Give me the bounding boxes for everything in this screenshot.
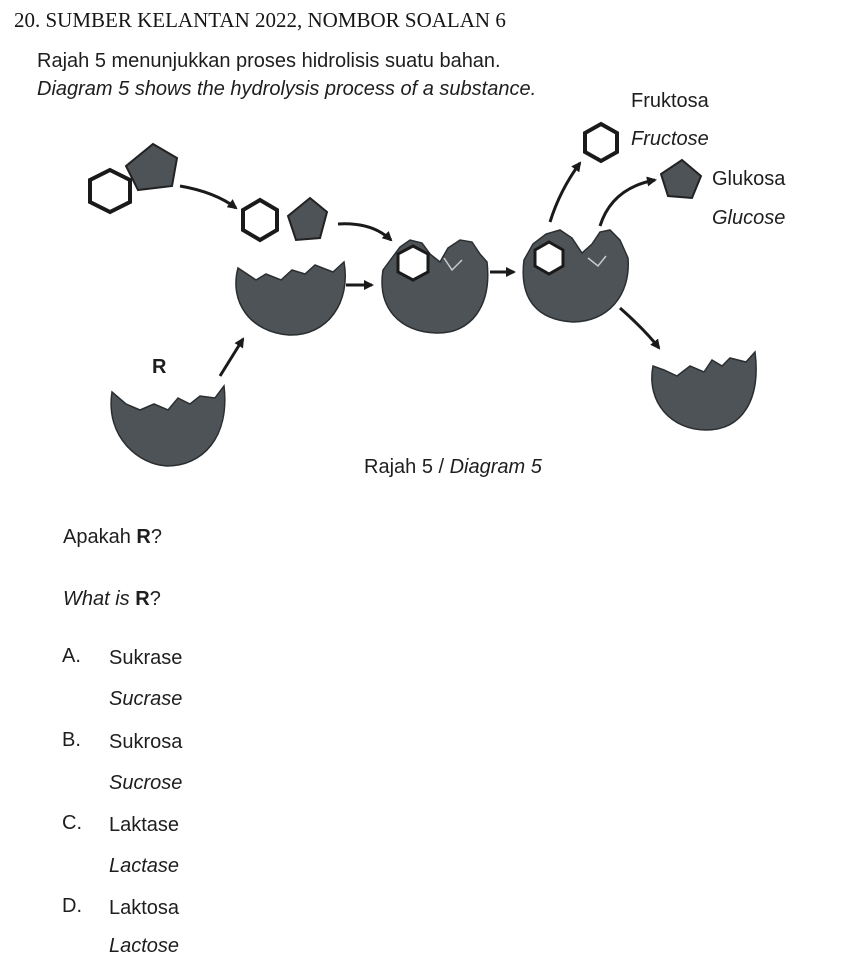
option-d-english: Lactose <box>109 935 180 957</box>
option-c-english: Lactase <box>109 855 180 877</box>
question-english: What is R? <box>63 588 161 610</box>
caption-malay: Rajah 5 / <box>364 456 450 478</box>
arrow-substrate-to-enzyme <box>179 184 238 210</box>
sucrose-molecule-approach <box>241 196 329 243</box>
arrow-r-to-enzyme <box>218 337 245 377</box>
enzyme-substrate-complex <box>381 239 489 334</box>
option-d-malay: Laktosa <box>109 897 180 919</box>
glucose-label-english: Glucose <box>712 207 786 229</box>
glucose-product-pentagon-icon <box>659 158 703 200</box>
arrow-release-enzyme <box>619 306 661 350</box>
question-malay: Apakah R? <box>63 526 162 548</box>
arrow-release-glucose <box>598 176 657 227</box>
question-heading: 20. SUMBER KELANTAN 2022, NOMBOR SOALAN … <box>14 8 506 32</box>
diagram-caption: Rajah 5 / Diagram 5 <box>364 456 542 479</box>
option-b-malay: Sukrosa <box>109 731 183 753</box>
glucose-pentagon-icon <box>124 142 179 192</box>
option-a-english: Sucrase <box>109 688 183 710</box>
enzyme-product-complex <box>522 229 629 323</box>
intro-english: Diagram 5 shows the hydrolysis process o… <box>37 78 537 100</box>
fructose-hexagon-icon <box>533 240 565 276</box>
fructose-label-malay: Fruktosa <box>631 90 709 112</box>
hydrolysis-diagram <box>88 121 757 467</box>
glucose-label-malay: Glukosa <box>712 168 786 190</box>
fructose-product-hexagon-icon <box>583 121 619 164</box>
caption-english: Diagram 5 <box>449 456 542 478</box>
arrow-release-fructose <box>548 161 582 223</box>
option-c-malay: Laktase <box>109 814 180 836</box>
fructose-hexagon-icon <box>396 244 430 282</box>
fructose-hexagon-icon <box>241 197 279 243</box>
fructose-label-english: Fructose <box>631 128 709 150</box>
glucose-pentagon-icon <box>286 196 329 242</box>
enzyme-r-shape <box>110 384 226 467</box>
option-b-letter: B. <box>62 729 81 751</box>
option-d-letter: D. <box>62 895 82 917</box>
fructose-hexagon-icon <box>88 167 132 215</box>
enzyme-r-label: R <box>152 356 167 378</box>
option-c-letter: C. <box>62 812 82 834</box>
released-enzyme-shape <box>651 350 757 431</box>
option-b-english: Sucrose <box>109 772 183 794</box>
option-a-malay: Sukrase <box>109 647 183 669</box>
enzyme-shape <box>235 260 346 336</box>
sucrose-molecule-start <box>88 142 179 215</box>
arrow-complex-formation <box>337 222 393 242</box>
intro-malay: Rajah 5 menunjukkan proses hidrolisis su… <box>37 50 501 72</box>
option-a-letter: A. <box>62 645 81 667</box>
